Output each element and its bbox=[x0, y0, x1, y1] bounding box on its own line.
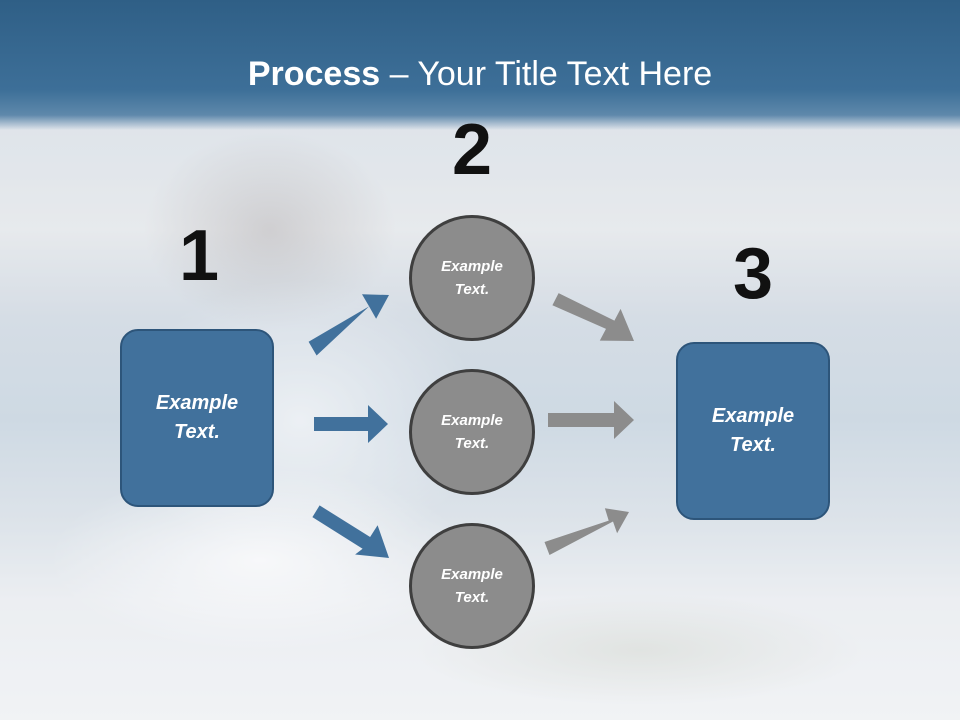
circle-middle-text: Example Text. bbox=[441, 412, 503, 452]
arrow-left-to-bottom bbox=[312, 505, 389, 558]
arrow-bottom-to-right bbox=[544, 508, 629, 555]
arrow-left-to-top bbox=[308, 294, 389, 356]
arrow-middle-to-right bbox=[548, 401, 634, 439]
slide-title: Process – Your Title Text Here bbox=[0, 52, 960, 96]
right-process-box: Example Text. bbox=[676, 342, 830, 520]
step-number-2: 2 bbox=[451, 110, 493, 190]
step-number-1: 1 bbox=[178, 216, 220, 296]
circle-top-text: Example Text. bbox=[441, 258, 503, 298]
title-rest: – Your Title Text Here bbox=[380, 55, 713, 93]
process-circle-middle: Example Text. bbox=[409, 369, 535, 495]
arrow-top-to-right bbox=[552, 293, 634, 341]
title-band bbox=[0, 0, 960, 130]
arrow-left-to-middle bbox=[314, 405, 388, 443]
title-bold: Process bbox=[247, 55, 381, 93]
process-circle-bottom: Example Text. bbox=[409, 523, 535, 649]
left-process-box: Example Text. bbox=[120, 329, 274, 507]
step-number-3: 3 bbox=[732, 234, 774, 314]
right-box-text: Example Text. bbox=[711, 405, 795, 456]
process-circle-top: Example Text. bbox=[409, 215, 535, 341]
circle-bottom-text: Example Text. bbox=[441, 566, 503, 606]
left-box-text: Example Text. bbox=[155, 392, 239, 443]
